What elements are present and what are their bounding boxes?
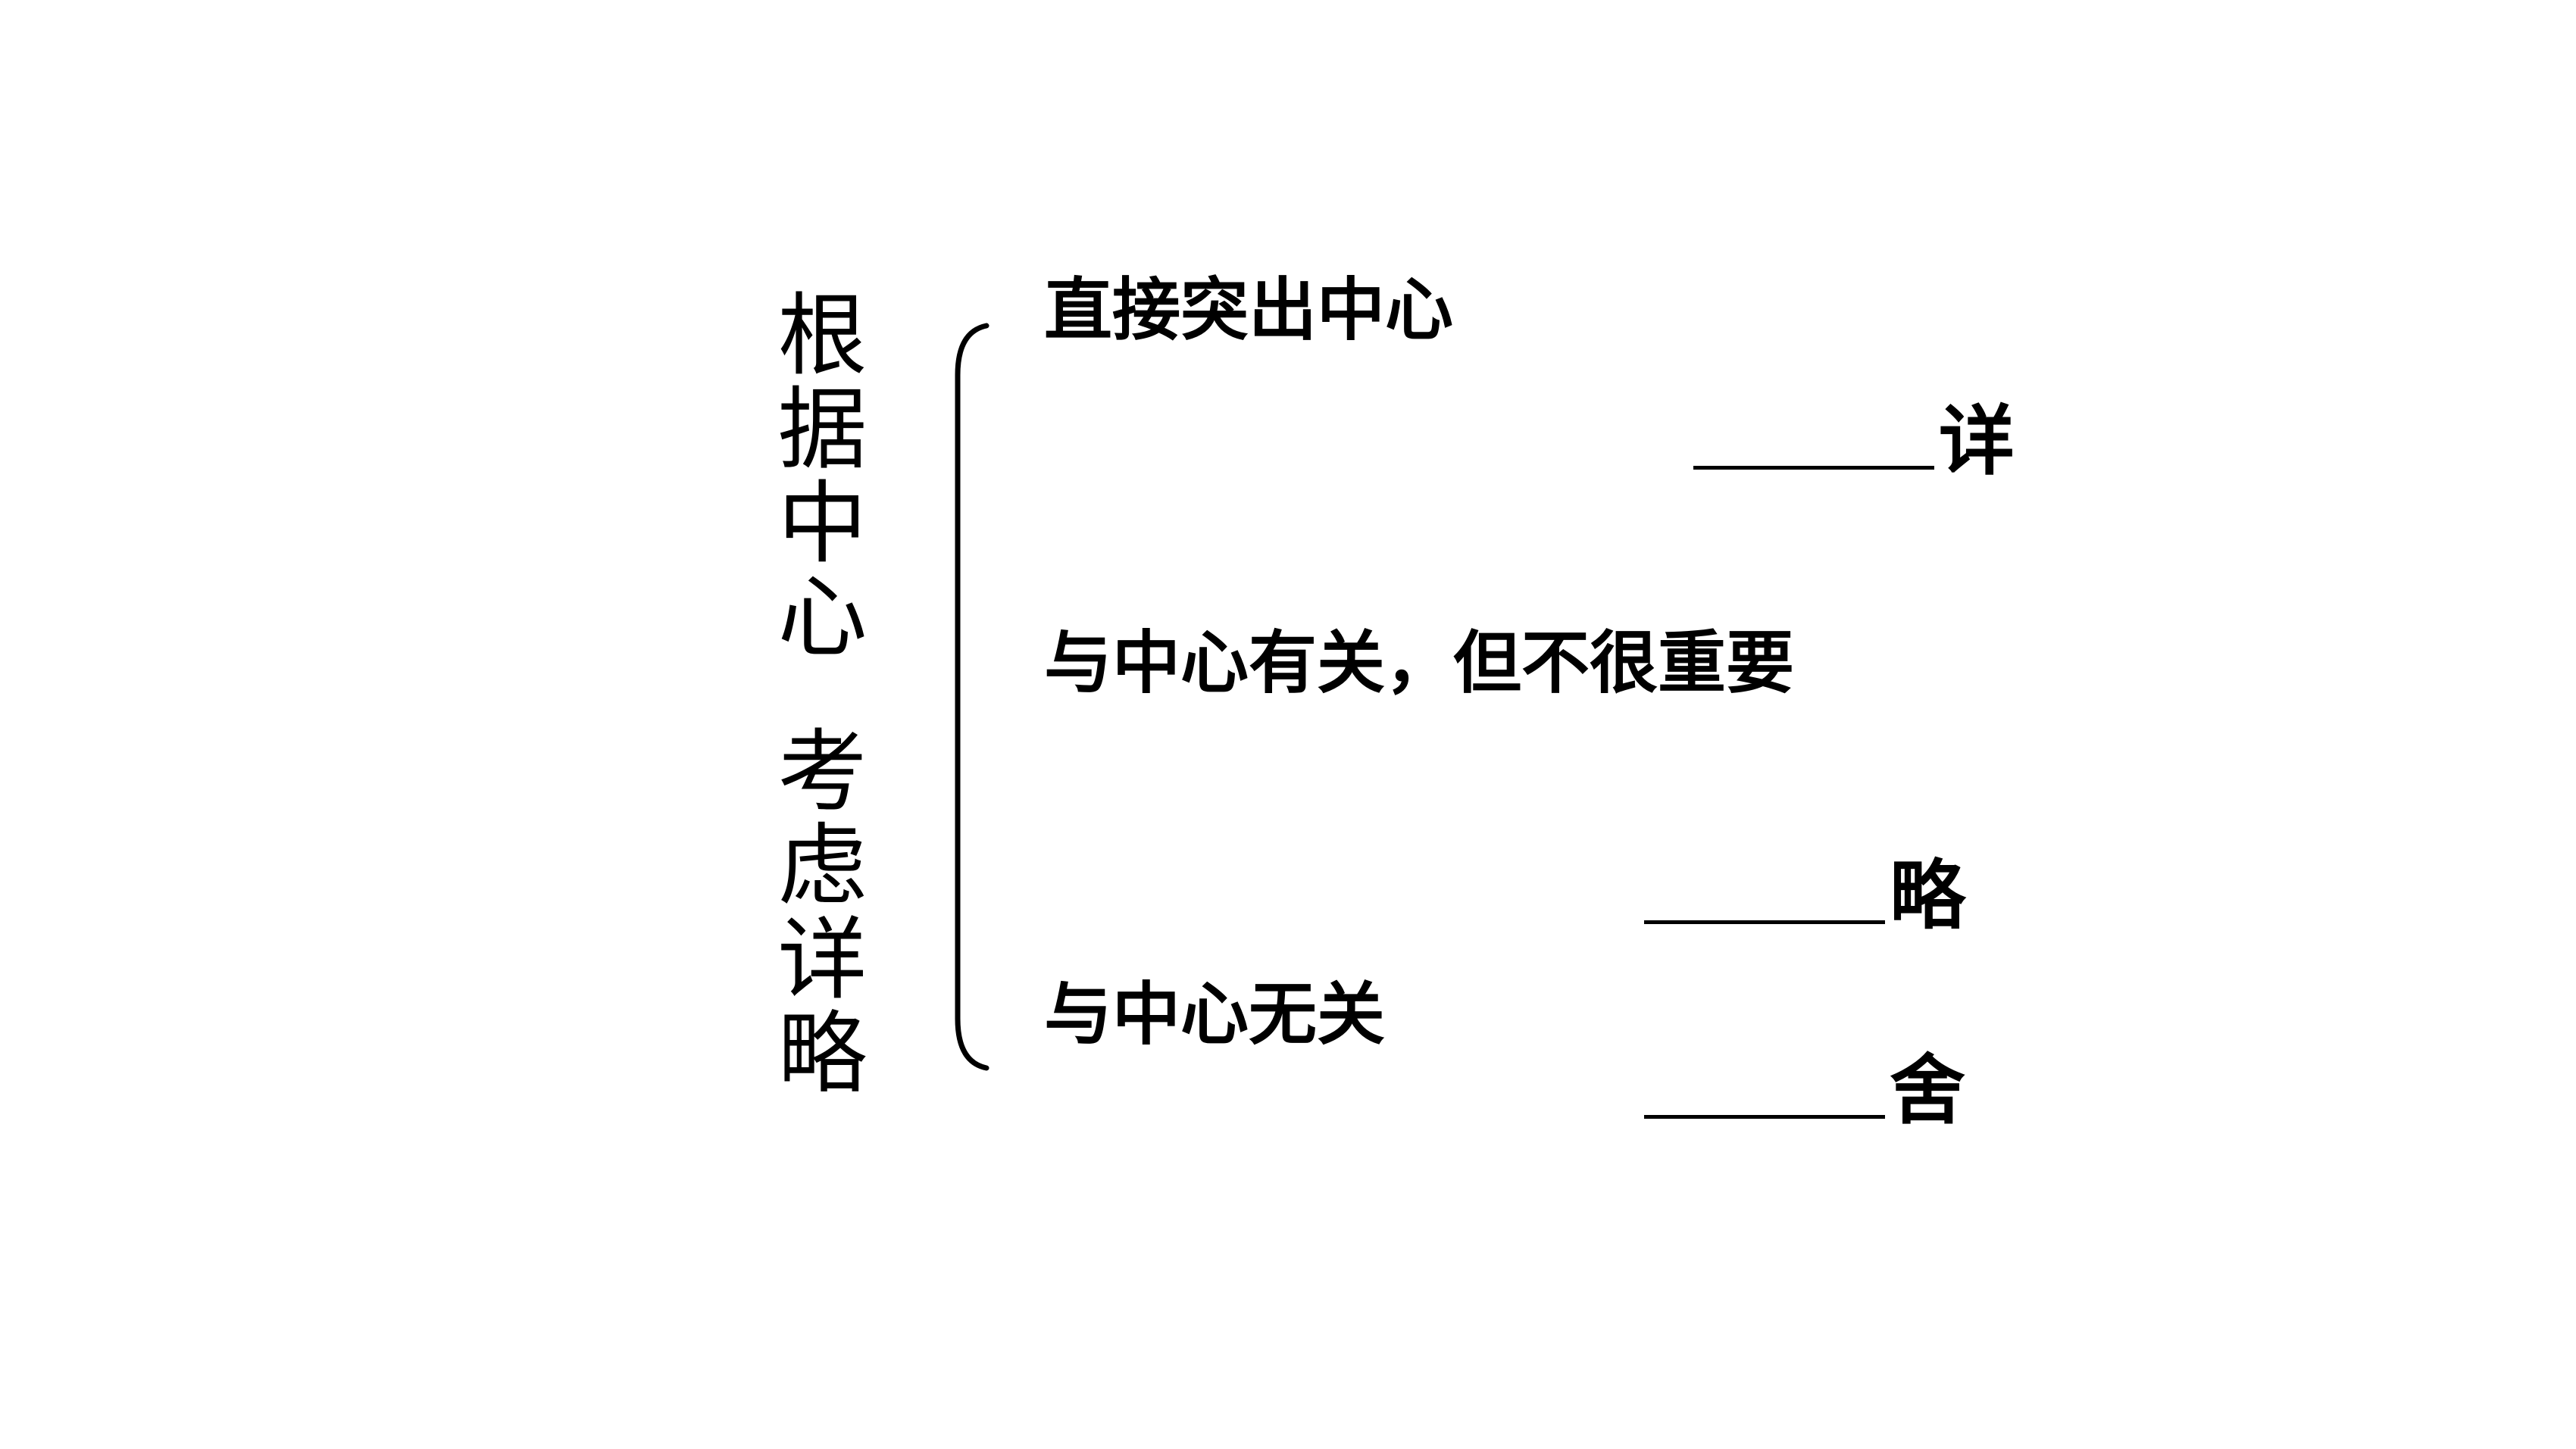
root-label-part2: 考虑详略 [762,724,867,1100]
result-omit: 舍 [1644,1049,1965,1132]
result-dash-line [1693,466,1934,470]
result-char-brief: 略 [1890,851,1965,940]
result-brief: 略 [1644,854,1965,938]
branch-label-unrelated: 与中心无关 [1044,975,1385,1054]
result-char-detailed: 详 [1939,397,2015,486]
result-dash-line [1644,920,1885,924]
left-bracket [955,323,989,1071]
left-bracket-path [955,323,989,1071]
result-dash-line [1644,1115,1885,1119]
branch-label-related: 与中心有关，但不很重要 [1044,623,1794,703]
root-label-part1: 根据中心 [762,288,867,664]
result-detailed: 详 [1693,400,2015,483]
result-char-omit: 舍 [1890,1046,1965,1135]
branch-label-direct: 直接突出中心 [1044,270,1453,350]
root-vertical-label: 根据中心考虑详略 [762,288,867,1100]
